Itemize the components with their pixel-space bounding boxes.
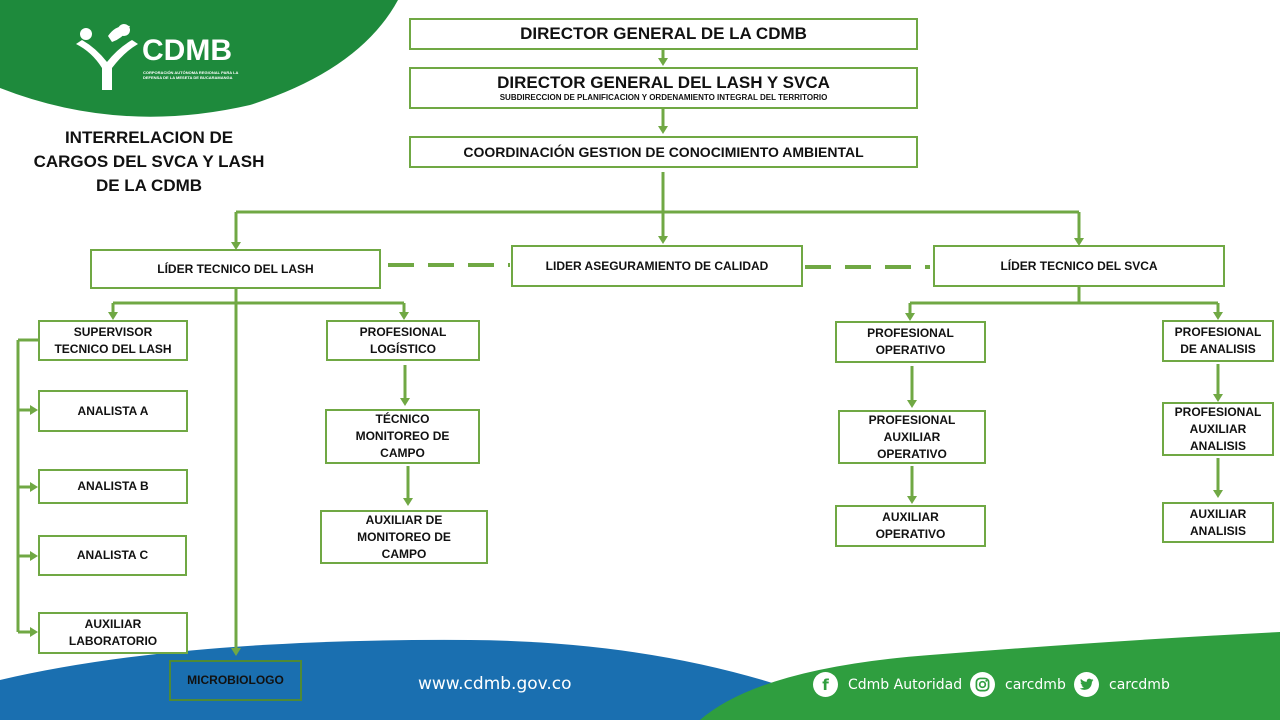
box-label: LIDER ASEGURAMIENTO DE CALIDAD [545, 258, 769, 273]
box-profesional-operativo: PROFESIONAL OPERATIVO [835, 321, 986, 363]
box-analista-b: ANALISTA B [38, 469, 188, 504]
box-auxiliar-analisis: AUXILIAR ANALISIS [1162, 502, 1274, 543]
box-label: DIRECTOR GENERAL DE LA CDMB [520, 24, 807, 43]
box-tecnico-monitoreo: TÉCNICO MONITOREO DE CAMPO [325, 409, 480, 464]
box-analista-c: ANALISTA C [38, 535, 187, 576]
box-label: LÍDER TECNICO DEL SVCA [1000, 258, 1158, 273]
box-auxiliar-monitoreo: AUXILIAR DE MONITOREO DE CAMPO [320, 510, 488, 564]
box-coordinacion: COORDINACIÓN GESTION DE CONOCIMIENTO AMB… [409, 136, 918, 168]
facebook-icon: f [813, 672, 838, 697]
logo-name: CDMB [142, 34, 232, 67]
box-label: ANALISTA B [77, 479, 149, 493]
box-microbiologo: MICROBIOLOGO [169, 660, 302, 701]
box-label: AUXILIAR OPERATIVO [875, 510, 946, 541]
box-director-cdmb: DIRECTOR GENERAL DE LA CDMB [409, 18, 918, 50]
box-label: ANALISTA A [77, 403, 149, 418]
box-label: SUPERVISOR TECNICO DEL LASH [54, 324, 172, 356]
box-auxiliar-laboratorio: AUXILIAR LABORATORIO [38, 612, 188, 654]
box-lider-lash: LÍDER TECNICO DEL LASH [90, 249, 381, 289]
box-label: LÍDER TECNICO DEL LASH [157, 261, 314, 276]
box-label: PROFESIONAL LOGÍSTICO [359, 324, 447, 356]
box-profesional-logistico: PROFESIONAL LOGÍSTICO [326, 320, 480, 361]
box-label: PROFESIONAL DE ANALISIS [1174, 325, 1262, 356]
twitter-label: carcdmb [1109, 676, 1170, 693]
box-auxiliar-operativo: AUXILIAR OPERATIVO [835, 505, 986, 547]
box-sublabel: SUBDIRECCION DE PLANIFICACION Y ORDENAMI… [499, 93, 828, 102]
page-title: INTERRELACION DE CARGOS DEL SVCA Y LASH … [33, 128, 265, 195]
facebook-label: Cdmb Autoridad [848, 676, 963, 693]
box-label: ANALISTA C [76, 548, 149, 562]
box-label: PROFESIONAL AUXILIAR OPERATIVO [868, 412, 956, 461]
box-label: COORDINACIÓN GESTION DE CONOCIMIENTO AMB… [463, 143, 864, 160]
twitter-icon [1074, 672, 1099, 697]
box-label: DIRECTOR GENERAL DEL LASH Y SVCA [497, 73, 830, 92]
logo-tagline: CORPORACIÓN AUTÓNOMA REGIONAL PARA LA DE… [143, 70, 239, 80]
box-label: AUXILIAR DE MONITOREO DE CAMPO [357, 512, 451, 561]
twitter-link[interactable]: carcdmb [1074, 672, 1170, 697]
instagram-link[interactable]: carcdmb [970, 672, 1066, 697]
box-supervisor-lash: SUPERVISOR TECNICO DEL LASH [38, 320, 188, 361]
instagram-label: carcdmb [1005, 676, 1066, 693]
box-profesional-auxiliar-analisis: PROFESIONAL AUXILIAR ANALISIS [1162, 402, 1274, 456]
box-profesional-analisis: PROFESIONAL DE ANALISIS [1162, 320, 1274, 362]
box-lider-calidad: LIDER ASEGURAMIENTO DE CALIDAD [511, 245, 803, 287]
box-profesional-auxiliar-operativo: PROFESIONAL AUXILIAR OPERATIVO [838, 410, 986, 464]
box-label: PROFESIONAL AUXILIAR ANALISIS [1174, 404, 1262, 453]
box-label: TÉCNICO MONITOREO DE CAMPO [355, 412, 450, 460]
box-director-lash-svca: DIRECTOR GENERAL DEL LASH Y SVCA SUBDIRE… [409, 67, 918, 109]
box-label: AUXILIAR LABORATORIO [68, 617, 158, 648]
header-green-shape [0, 0, 398, 117]
facebook-link[interactable]: f Cdmb Autoridad [813, 672, 962, 697]
box-label: AUXILIAR ANALISIS [1189, 506, 1247, 538]
box-analista-a: ANALISTA A [38, 390, 188, 432]
box-lider-svca: LÍDER TECNICO DEL SVCA [933, 245, 1225, 287]
connector-arrowheads [30, 58, 1223, 656]
box-label: MICROBIOLOGO [187, 673, 284, 687]
website-link[interactable]: www.cdmb.gov.co [418, 674, 572, 694]
box-label: PROFESIONAL OPERATIVO [867, 326, 954, 357]
instagram-icon [970, 672, 995, 697]
people-leaf-logo-icon [76, 24, 138, 90]
